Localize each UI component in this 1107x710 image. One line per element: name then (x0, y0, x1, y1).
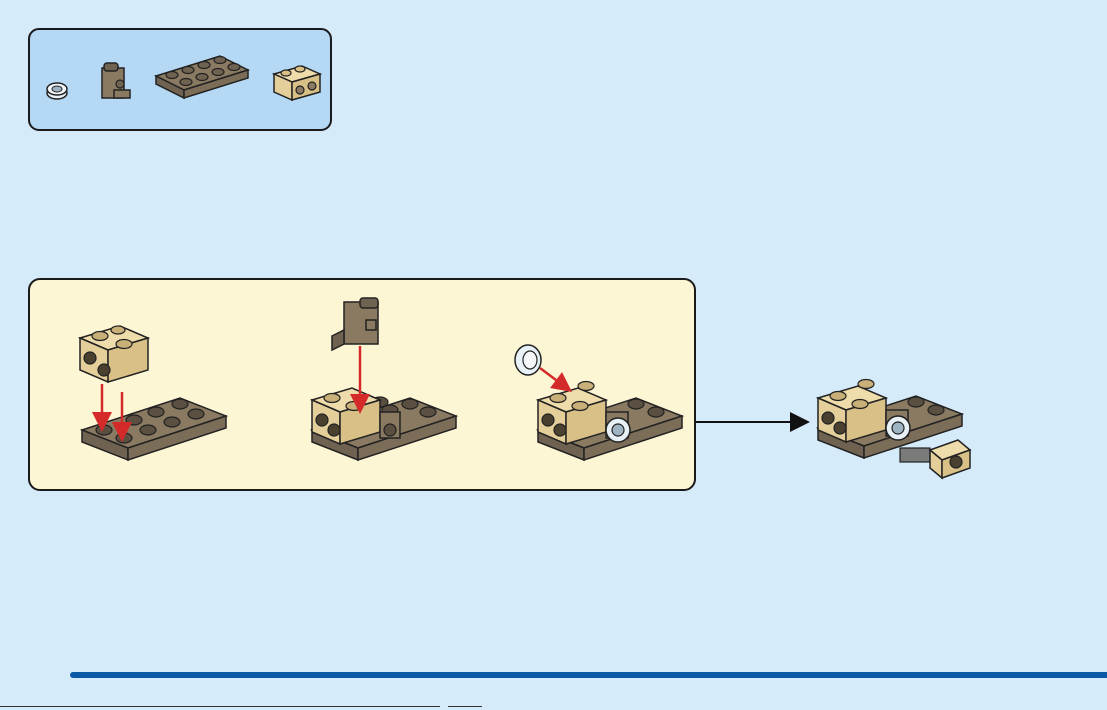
brick-2x2-studs-side-icon (274, 66, 320, 100)
assembled-model-icon (818, 380, 970, 479)
bracket-brick-icon (102, 63, 130, 98)
step-3-illustration (515, 345, 682, 460)
result-illustration (690, 360, 990, 485)
round-clip-icon (47, 83, 67, 99)
page-edge-line (0, 706, 440, 707)
parts-list-panel (28, 28, 332, 131)
step-1-illustration (80, 326, 226, 460)
sub-assembly-panel (28, 278, 696, 491)
step-2-illustration (312, 298, 456, 460)
footer-bar (70, 672, 1107, 678)
plate-2x4-icon (156, 56, 248, 98)
page-edge-mark (448, 706, 482, 707)
